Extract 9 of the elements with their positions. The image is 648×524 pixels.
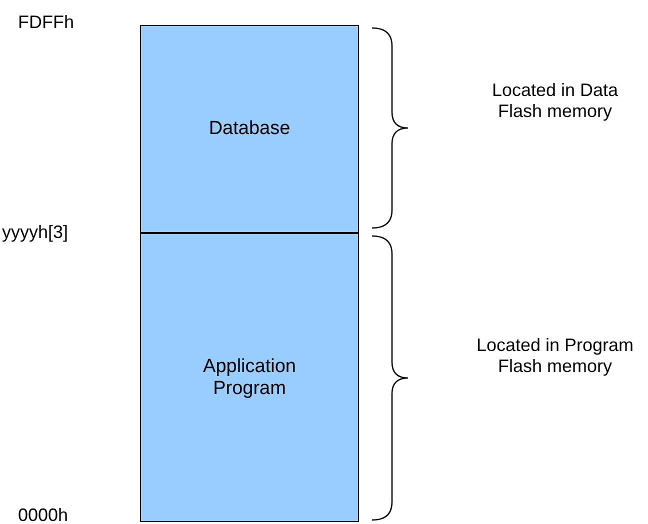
- region-label: Application Program: [202, 356, 297, 400]
- location-note: Located in Program Flash memory: [475, 335, 635, 377]
- address-label: 0000h: [18, 505, 70, 524]
- address-label: yyyyh[3]: [2, 222, 70, 243]
- memory-region-box: [140, 25, 359, 233]
- address-label: FDFFh: [18, 12, 75, 33]
- location-note: Located in Data Flash memory: [490, 80, 620, 122]
- memory-region-box: [140, 233, 359, 522]
- region-label: Database: [208, 118, 292, 140]
